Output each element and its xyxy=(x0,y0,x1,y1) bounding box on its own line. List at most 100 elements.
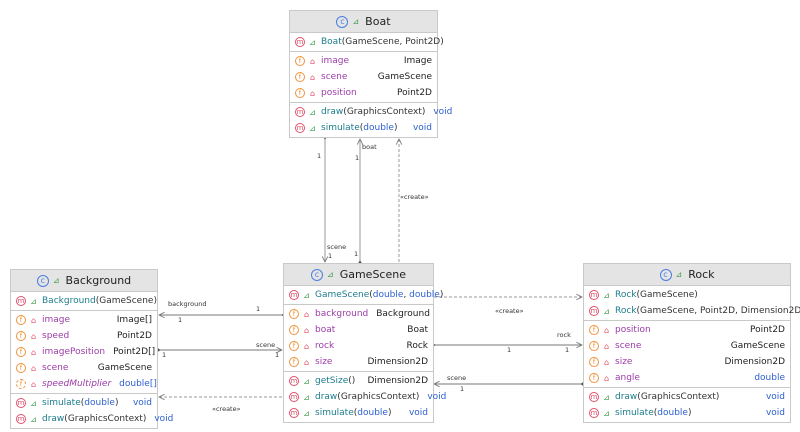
method-icon: m xyxy=(289,408,299,418)
method-row[interactable]: m⊿getSize()Dimension2D xyxy=(284,373,433,389)
method-row[interactable]: m⊿simulate(double)void xyxy=(584,405,790,421)
punctuation: ( xyxy=(359,123,364,133)
member-name: rock xyxy=(315,341,335,351)
method-row[interactable]: m⊿draw(GraphicsContext)void xyxy=(584,389,790,405)
unlock-icon: ⊿ xyxy=(309,123,316,133)
param-type: Point2D xyxy=(405,37,441,47)
method-icon: m xyxy=(289,290,299,300)
method-icon: m xyxy=(16,414,26,424)
method-row[interactable]: m⊿Boat(GameScene, Point2D) xyxy=(290,34,444,50)
class-header[interactable]: c⊿GameScene xyxy=(284,264,433,286)
class-header[interactable]: c⊿Background xyxy=(11,270,157,292)
punctuation: ) xyxy=(114,398,119,408)
method-row[interactable]: m⊿GameScene(double, double) xyxy=(284,287,443,303)
punctuation: ( xyxy=(337,392,341,402)
method-icon: m xyxy=(295,107,305,117)
method-row[interactable]: m⊿simulate(double)void xyxy=(290,120,437,136)
method-row[interactable]: m⊿Rock(GameScene) xyxy=(584,287,790,303)
field-icon: f xyxy=(289,325,299,335)
method-row[interactable]: m⊿simulate(double)void xyxy=(284,405,433,421)
member-type: Dimension2D xyxy=(367,357,429,367)
method-row[interactable]: m⊿draw(GraphicsContext)void xyxy=(11,411,173,427)
class-name: Boat xyxy=(365,15,391,28)
param-type: GraphicsContext xyxy=(340,392,416,402)
member-type: Dimension2D xyxy=(367,376,429,386)
member-name: position xyxy=(321,88,357,98)
param-type: GameScene xyxy=(345,37,400,47)
unlock-icon: ⊿ xyxy=(309,37,316,47)
method-row[interactable]: m⊿Rock(GameScene, Point2D, Dimension2D) xyxy=(584,303,800,319)
constructors-section: m⊿Background(GameScene) xyxy=(11,292,157,311)
class-name: Rock xyxy=(688,268,715,281)
lock-icon: ⌂ xyxy=(303,325,310,335)
edge-role: background xyxy=(168,300,206,308)
field-icon: f xyxy=(589,325,599,335)
method-row[interactable]: m⊿draw(GraphicsContext)void xyxy=(290,104,452,120)
edge-stereotype: «create» xyxy=(400,193,429,201)
member-type: double xyxy=(754,373,785,383)
param-type: double xyxy=(363,123,394,133)
class-header[interactable]: c⊿Boat xyxy=(290,11,437,33)
member-name: scene xyxy=(615,341,642,351)
method-row[interactable]: m⊿draw(GraphicsContext)void xyxy=(284,389,446,405)
member-name: Rock xyxy=(615,290,637,300)
punctuation: ) xyxy=(415,392,420,402)
param-type: Point2D xyxy=(700,306,736,316)
member-type: void xyxy=(433,107,453,117)
method-icon: m xyxy=(589,306,599,316)
punctuation: ) xyxy=(687,408,692,418)
method-icon: m xyxy=(295,37,305,47)
member-type: Point2D xyxy=(116,331,152,341)
member-name: draw xyxy=(315,392,338,402)
member-type: void xyxy=(408,408,428,418)
field-icon: f xyxy=(16,363,26,373)
param-type: double xyxy=(409,290,440,300)
unlock-icon: ⊿ xyxy=(30,398,37,408)
unlock-icon: ⊿ xyxy=(303,408,310,418)
punctuation: ( xyxy=(80,398,85,408)
lock-icon: ⌂ xyxy=(603,341,610,351)
field-icon: f xyxy=(295,56,305,66)
member-type: Image xyxy=(403,56,432,66)
member-type: void xyxy=(132,398,152,408)
method-row[interactable]: m⊿Background(GameScene) xyxy=(11,293,157,309)
member-name: simulate xyxy=(321,123,360,133)
unlock-icon: ⊿ xyxy=(303,290,310,300)
punctuation: ) xyxy=(439,290,444,300)
lock-icon: ⌂ xyxy=(30,347,37,357)
member-name: Boat xyxy=(321,37,342,47)
punctuation: ( xyxy=(95,296,100,306)
class-header[interactable]: c⊿Rock xyxy=(584,264,790,286)
method-icon: m xyxy=(16,398,26,408)
param-type: GraphicsContext xyxy=(67,414,143,424)
method-row[interactable]: m⊿simulate(double)void xyxy=(11,395,157,411)
punctuation: , xyxy=(399,37,406,47)
member-name: speedMultiplier xyxy=(42,379,112,389)
member-type: void xyxy=(412,123,432,133)
member-type: void xyxy=(154,414,174,424)
public-icon: ⊿ xyxy=(675,270,683,279)
